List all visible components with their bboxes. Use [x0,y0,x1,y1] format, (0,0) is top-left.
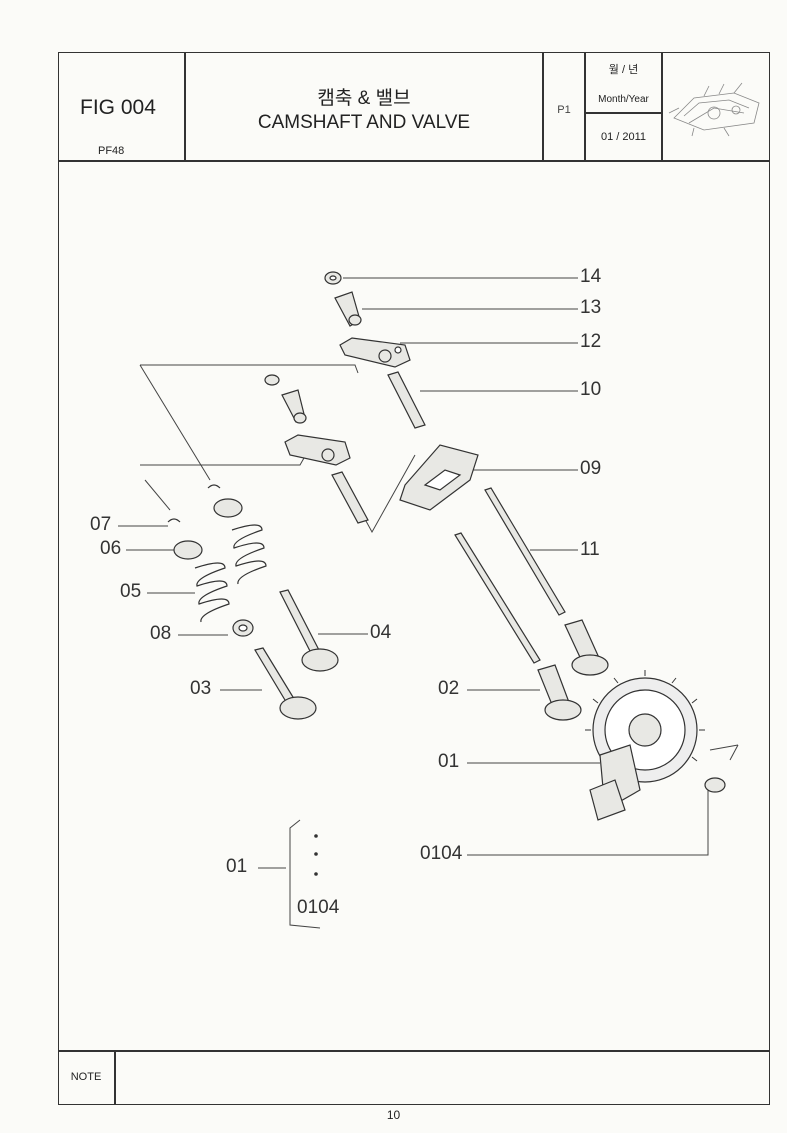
callout-03: 03 [190,678,212,699]
legend-to: 0104 [297,897,340,918]
note-divider [114,1050,116,1105]
callout-07: 07 [90,514,112,535]
callout-04: 04 [370,622,392,643]
callout-05: 05 [120,581,142,602]
callout-10: 10 [580,379,602,400]
header-divider-4 [661,52,663,160]
title-korean: 캠축 & 밸브 [317,88,411,109]
page-frame [58,52,770,1105]
engine-thumbnail-image [668,82,760,137]
note-top-line [58,1050,770,1052]
title-english: CAMSHAFT AND VALVE [257,112,471,133]
header-divider-1 [184,52,186,160]
month-year-label: Month/Year [598,94,649,105]
callout-02: 02 [438,678,460,699]
month-year-korean: 월 / 년 [608,64,639,76]
legend-from: 01 [226,856,248,877]
model-code: PF48 [98,145,125,157]
header-bottom-line [58,160,770,162]
header-divider-3 [584,52,586,160]
callout-13: 13 [580,297,602,318]
callout-01: 01 [438,751,460,772]
callout-14: 14 [580,266,602,287]
callout-0104: 0104 [420,843,463,864]
callout-09: 09 [580,458,602,479]
callout-06: 06 [100,538,122,559]
callout-08: 08 [150,623,172,644]
header-divider-2 [542,52,544,160]
callout-11: 11 [580,539,600,560]
callout-12: 12 [580,331,602,352]
note-label: NOTE [70,1071,102,1083]
month-year-divider [584,112,661,114]
page-number: 10 [386,1108,401,1122]
figure-number: FIG 004 [80,96,156,119]
page-code: P1 [557,104,571,116]
month-year-value: 01 / 2011 [600,131,647,143]
